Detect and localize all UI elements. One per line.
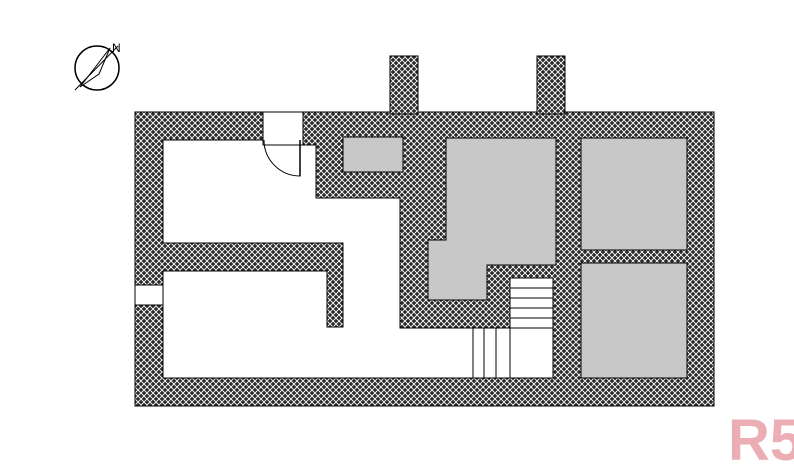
shaded-room-right-bottom xyxy=(580,262,688,379)
door-opening xyxy=(262,111,304,146)
shaded-room-right-top xyxy=(580,137,688,251)
window-left xyxy=(134,284,164,306)
chimney-left xyxy=(389,55,419,115)
stair-upper-well xyxy=(509,277,554,329)
brand-logo: R5 xyxy=(728,408,794,468)
chimney-right xyxy=(536,55,566,115)
stair-well xyxy=(472,327,554,379)
compass-north-label: N xyxy=(112,41,121,55)
door-swing-arc xyxy=(263,139,301,177)
shaded-niche xyxy=(342,136,404,173)
compass: N xyxy=(74,41,121,91)
stair-treads-upper xyxy=(510,287,553,319)
stair-treads-lower xyxy=(483,328,511,378)
shaded-room-center xyxy=(427,137,557,301)
